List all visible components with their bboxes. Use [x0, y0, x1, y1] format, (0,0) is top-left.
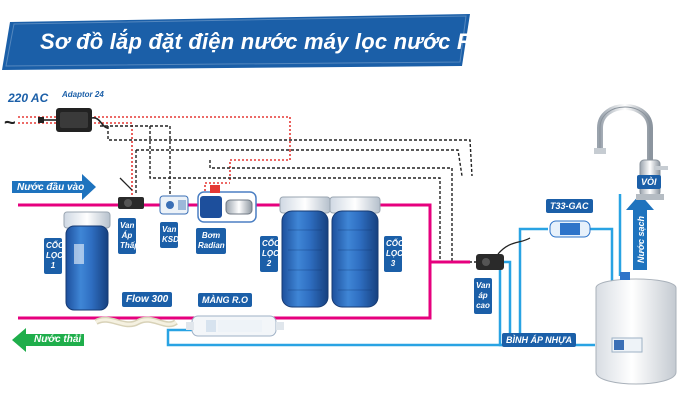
van-ap-cao-line-2: áp: [478, 291, 488, 300]
coc-loc-1-tag: CỐC LỌC 1: [44, 238, 64, 274]
coc-loc-2-line-1: CỐC: [262, 239, 280, 248]
clean-arrow: [626, 194, 654, 270]
clean-label: Nước sạch: [636, 216, 646, 263]
coc-loc-3-line-2: LỌC: [386, 249, 403, 258]
filter-housing-3: [329, 196, 381, 308]
low-pressure-valve-icon: [118, 177, 144, 209]
high-pressure-valve-icon: [476, 237, 531, 270]
flow-restrictor: [94, 316, 178, 328]
flow-300-tag: Flow 300: [122, 292, 173, 307]
bom-radian-tag: Bơm Radian: [196, 228, 226, 254]
title-banner: [2, 14, 470, 70]
bom-radian-line-1: Bơm: [201, 231, 221, 240]
coc-loc-3-line-3: 3: [390, 259, 396, 268]
coc-loc-2-line-3: 2: [266, 259, 272, 268]
van-ap-thap-tag: Van Áp Thấp: [118, 218, 140, 254]
adaptor-icon: [38, 108, 109, 132]
ro-membrane: [186, 315, 284, 337]
pump-icon: [197, 185, 257, 223]
filter-housing-1: [63, 211, 111, 311]
coc-loc-2-line-2: LỌC: [262, 249, 279, 258]
van-ap-cao-tag: Van áp cao: [474, 278, 492, 314]
inlet-arrow: [12, 174, 96, 200]
page-title: Sơ đồ lắp đặt điện nước máy lọc nước RO: [40, 29, 491, 54]
binh-ap-tag: BÌNH ÁP NHỰA: [502, 333, 576, 347]
van-ksd-line-2: KSD: [162, 235, 179, 244]
bom-radian-line-2: Radian: [198, 241, 225, 250]
coc-loc-2-tag: CỐC LỌC 2: [260, 236, 280, 272]
t33-gac-filter: [549, 220, 591, 238]
van-ap-cao-line-3: cao: [476, 301, 490, 310]
ksd-valve-icon: [159, 195, 189, 215]
ac-tilde: ~: [4, 112, 16, 134]
van-ap-thap-line-3: Thấp: [120, 241, 140, 250]
adaptor-label: Adaptor 24: [62, 90, 104, 99]
van-ap-thap-line-1: Van: [120, 221, 135, 230]
coc-loc-3-tag: CỐC LỌC 3: [384, 236, 404, 272]
van-ksd-line-1: Van: [162, 225, 177, 234]
coc-loc-1-line-1: CỐC: [46, 241, 64, 250]
coc-loc-1-line-3: 1: [50, 261, 56, 270]
van-ksd-tag: Van KSD: [160, 222, 179, 248]
coc-loc-1-line-2: LỌC: [46, 251, 63, 260]
t33-gac-tag: T33-GAC: [546, 199, 593, 213]
van-ap-thap-line-2: Áp: [121, 231, 133, 240]
waste-arrow: [12, 328, 84, 352]
pressure-tank: [595, 272, 677, 385]
mang-ro-tag: MÀNG R.O: [198, 293, 252, 307]
van-ap-cao-line-1: Van: [476, 281, 491, 290]
inlet-label: Nước đầu vào: [17, 182, 85, 193]
coc-loc-3-line-1: CỐC: [386, 239, 404, 248]
voi-tag: VÒI: [637, 175, 661, 189]
power-source-label: 220 AC: [8, 91, 49, 105]
filter-housing-2: [279, 196, 331, 308]
signal-wires: [100, 125, 478, 263]
waste-label: Nước thải: [34, 334, 82, 345]
